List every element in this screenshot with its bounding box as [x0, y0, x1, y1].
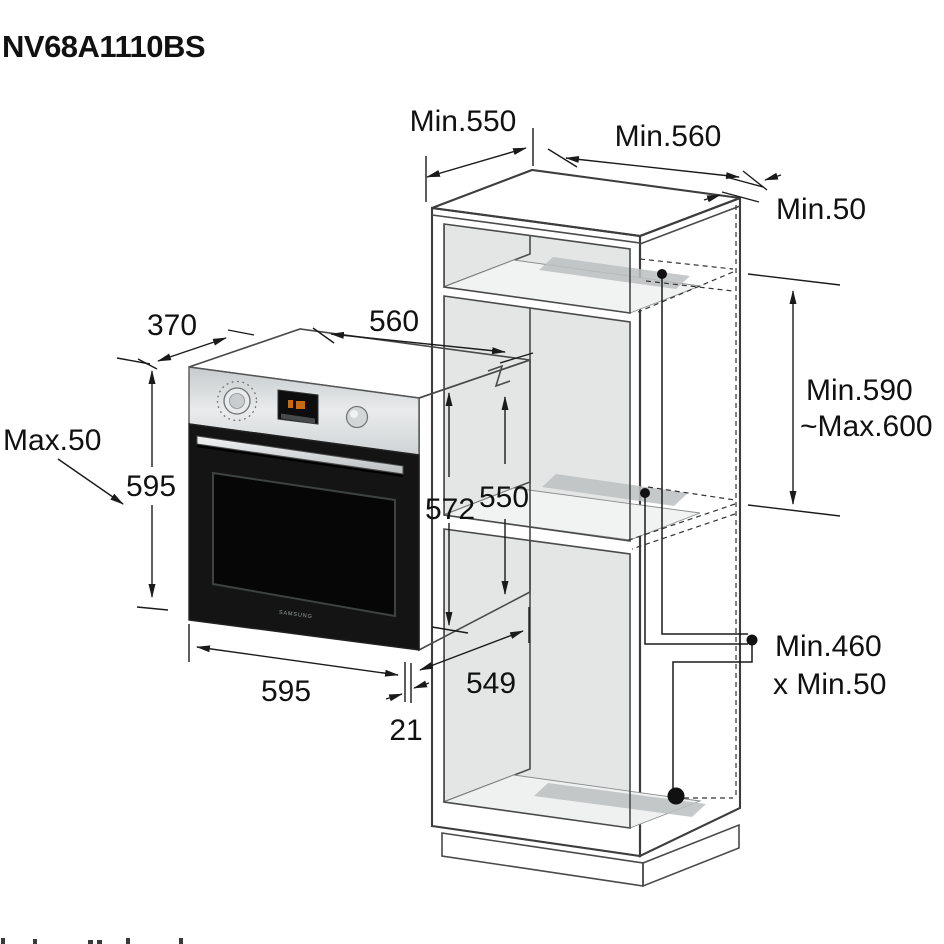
- bottom-compartment: [442, 528, 706, 829]
- clipped-footer-text-fragments: [1, 938, 183, 944]
- vent-cutout-mid-shelf: [542, 474, 688, 506]
- vent-dot-mid-shelf: [640, 488, 650, 498]
- oven-display: [277, 389, 319, 425]
- cabinet-top-face: [431, 168, 741, 238]
- dim-min590-label: Min.590: [806, 374, 913, 407]
- dim-21-label: 21: [389, 714, 422, 747]
- display-digit: [288, 400, 293, 408]
- display-digit: [296, 401, 305, 409]
- dim-min50-top-label: Min.50: [776, 193, 866, 226]
- dim-595-left-label: 595: [126, 470, 176, 503]
- vent-cutout-top-shelf: [539, 257, 690, 289]
- dimension-lines: [57, 128, 841, 703]
- dim-min550-label: Min.550: [410, 105, 517, 138]
- dim-xmin50-label: x Min.50: [773, 668, 886, 701]
- top-compartment: [442, 223, 702, 314]
- dim-595-bottom-label: 595: [261, 675, 311, 708]
- dim-max50-label: Max.50: [3, 424, 101, 457]
- cabinet: [430, 168, 742, 888]
- dim-550-label: 550: [479, 481, 529, 514]
- vent-cutout-floor: [534, 783, 706, 817]
- dim-560-label: 560: [369, 305, 419, 338]
- dim-370-label: 370: [147, 309, 197, 342]
- dim-549-label: 549: [466, 667, 516, 700]
- vent-dot-floor: [667, 787, 685, 805]
- vent-dot-top-shelf: [657, 269, 667, 279]
- oven-brand-logo: SAMSUNG: [278, 610, 313, 620]
- break-mark: [487, 364, 511, 388]
- hidden-edges: [625, 205, 737, 799]
- oven-temperature-knob: [216, 380, 258, 422]
- dim-min460-label: Min.460: [775, 630, 882, 663]
- vent-dot-callout: [746, 634, 758, 646]
- vent-cutout-callout: [640, 269, 758, 805]
- dim-max600-label: ~Max.600: [800, 410, 933, 443]
- model-number: NV68A1110BS: [2, 29, 205, 64]
- oven-handle: [196, 435, 404, 475]
- oven-recess: [443, 295, 701, 542]
- oven-door-window: [212, 471, 396, 618]
- dim-min560-label: Min.560: [615, 120, 722, 153]
- dim-572-label: 572: [425, 493, 475, 526]
- oven: SAMSUNG: [188, 328, 531, 652]
- oven-selector-knob: [345, 405, 369, 429]
- cabinet-plinth: [441, 823, 740, 888]
